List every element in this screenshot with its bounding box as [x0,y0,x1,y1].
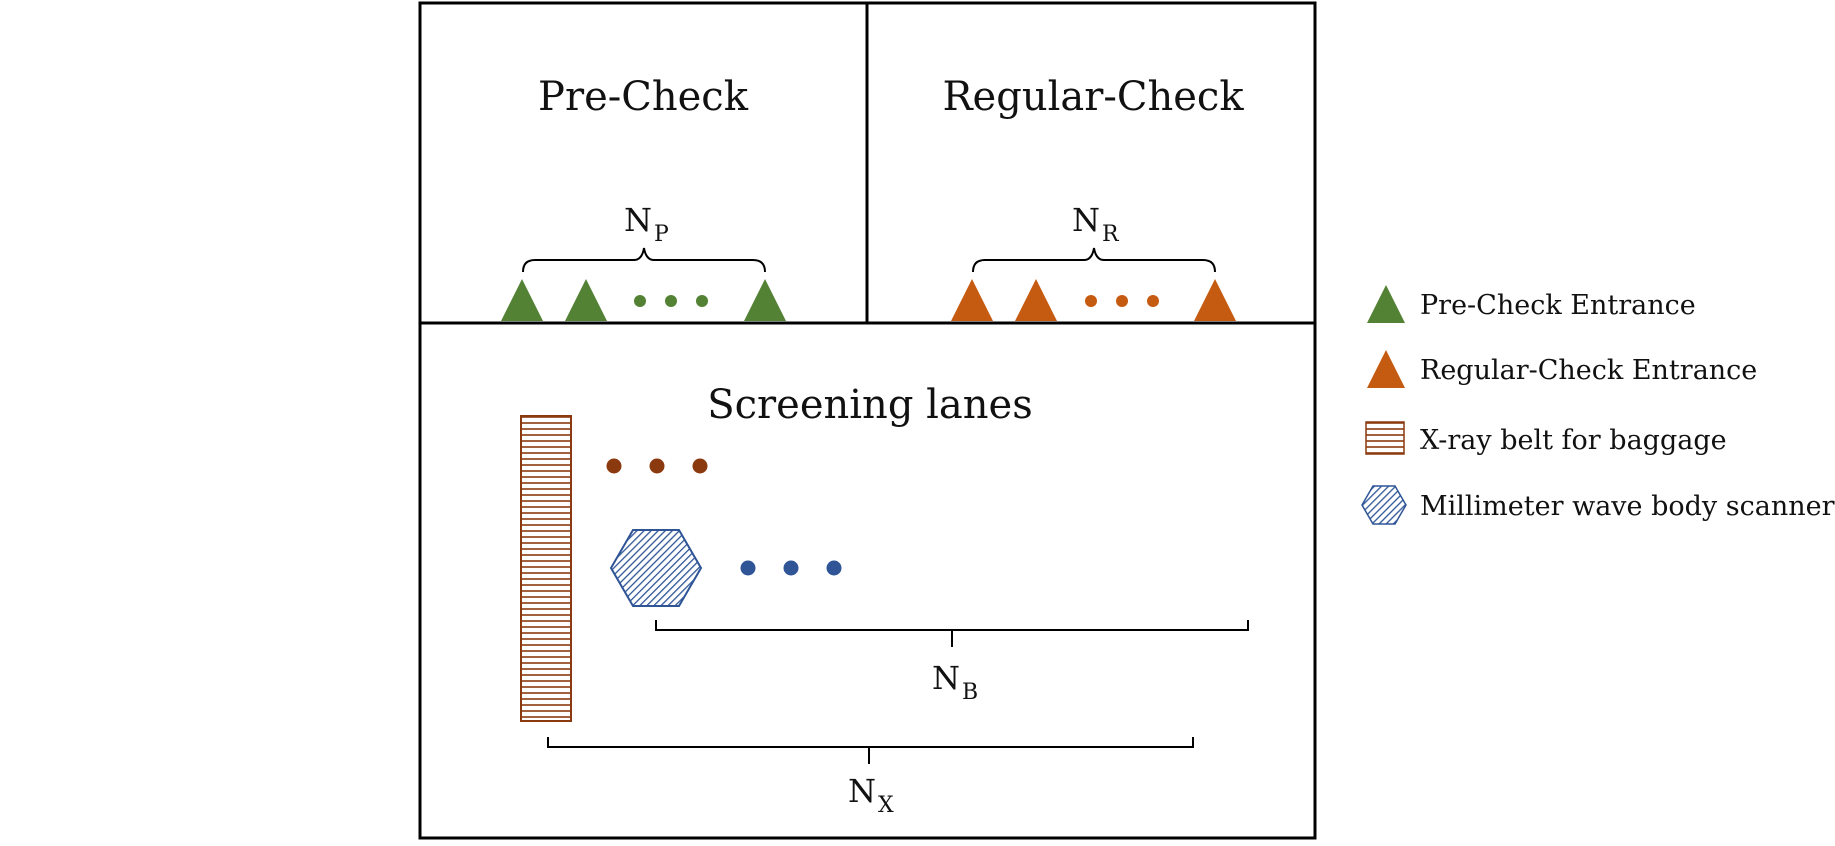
legend-item-regular: Regular-Check Entrance [1367,350,1757,388]
scanner-count-label: N B [932,659,978,705]
regular-entrance-icon [1194,279,1236,321]
scanner-ellipsis-dots-icon [740,560,842,576]
legend-scanner-label: Millimeter wave body scanner [1420,491,1835,522]
precheck-zone-title: Pre-Check [538,74,749,120]
green-triangle-icon [1367,285,1405,323]
precheck-count-sub: P [654,222,669,247]
regular-entrance-icon [1015,279,1057,321]
precheck-brace [522,247,766,273]
orange-triangle-icon [1367,350,1405,388]
scanner-count-sub: B [962,680,978,705]
legend-item-xray: X-ray belt for baggage [1365,421,1727,456]
scanner-brace [655,620,1249,647]
body-scanner-icon [609,529,703,607]
scanner-count-main: N [932,659,960,697]
regular-brace [972,247,1216,273]
floor-plan-frame [418,1,1317,840]
xray-brace [547,737,1194,764]
regular-entrance-icon [951,279,993,321]
regular-count-label: N R [1072,201,1120,247]
precheck-ellipsis-dots-icon [634,295,708,307]
screening-zone-title: Screening lanes [707,382,1033,428]
legend-precheck-label: Pre-Check Entrance [1420,290,1696,321]
xray-count-sub: X [878,793,894,818]
regular-zone-title: Regular-Check [942,74,1244,120]
legend-item-scanner: Millimeter wave body scanner [1361,485,1835,525]
legend: Pre-Check Entrance Regular-Check Entranc… [1361,285,1835,525]
xray-count-label: N X [848,772,894,818]
regular-ellipsis-dots-icon [1085,295,1159,307]
xray-ellipsis-dots-icon [606,458,708,474]
striped-rectangle-icon [1365,421,1405,455]
regular-count-main: N [1072,201,1100,239]
hatched-hexagon-icon [1361,485,1407,525]
xray-count-main: N [848,772,876,810]
legend-xray-label: X-ray belt for baggage [1420,425,1727,456]
precheck-entrance-icon [744,279,786,321]
precheck-entrance-icon [501,279,543,321]
legend-item-precheck: Pre-Check Entrance [1367,285,1696,323]
regular-count-sub: R [1102,222,1120,247]
xray-belt-icon [520,415,572,722]
legend-regular-label: Regular-Check Entrance [1420,355,1757,386]
precheck-count-label: N P [624,201,669,247]
precheck-count-main: N [624,201,652,239]
precheck-entrance-icon [565,279,607,321]
